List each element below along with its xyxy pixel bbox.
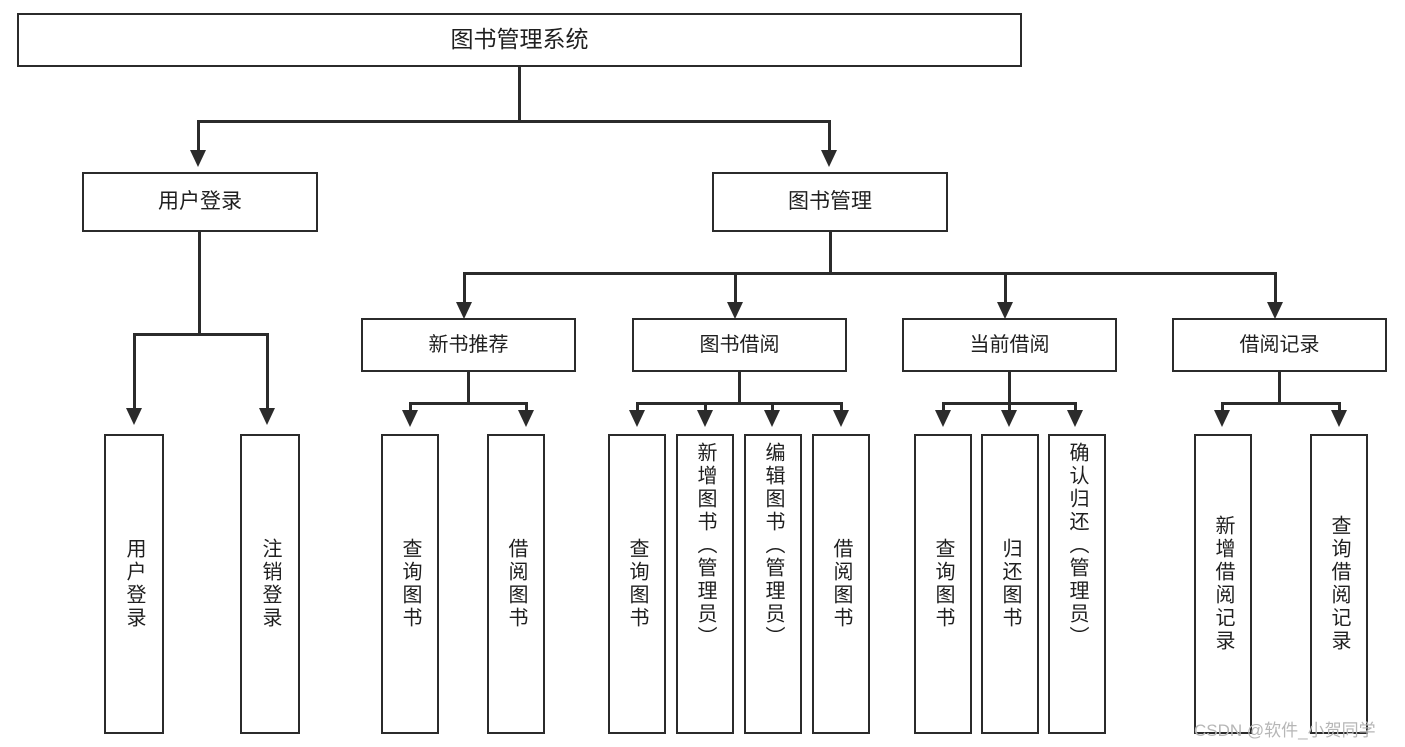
arrowhead-leaf-logout-login	[259, 408, 275, 425]
connector-new-book-stem	[467, 372, 470, 404]
node-leaf-borrow-book-2[interactable]: 借阅图书	[812, 434, 870, 734]
node-book-manage[interactable]: 图书管理	[712, 172, 948, 232]
arrowhead-leaf-query-book-1	[402, 410, 418, 427]
connector-book-borrow-drop-2	[704, 402, 707, 414]
node-leaf-confirm-return[interactable]: 确认归还（管理员）	[1048, 434, 1106, 734]
arrowhead-leaf-confirm-return	[1067, 410, 1083, 427]
node-label: 查询借阅记录	[1328, 515, 1350, 653]
arrowhead-leaf-borrow-book-2	[833, 410, 849, 427]
node-label: 当前借阅	[969, 333, 1050, 356]
connector-root-to-user-login	[197, 120, 200, 153]
csdn-watermark: CSDN @软件_小贺同学	[1194, 716, 1376, 741]
node-leaf-add-record[interactable]: 新增借阅记录	[1194, 434, 1252, 734]
node-label: 图书管理系统	[450, 26, 589, 53]
arrowhead-leaf-user-login	[126, 408, 142, 425]
connector-current-borrow-drop-2	[1008, 402, 1011, 414]
connector-root-bus	[197, 120, 831, 123]
connector-current-borrow-stem	[1008, 372, 1011, 404]
connector-book-borrow-drop-3	[771, 402, 774, 414]
arrowhead-current-borrow	[997, 302, 1013, 319]
arrowhead-book-manage	[821, 150, 837, 167]
node-label: 新书推荐	[428, 333, 509, 356]
connector-current-borrow-drop-3	[1074, 402, 1077, 414]
arrowhead-leaf-query-book-2	[629, 410, 645, 427]
node-leaf-query-book-1[interactable]: 查询图书	[381, 434, 439, 734]
node-label: 借阅记录	[1239, 333, 1320, 356]
node-label: 编辑图书（管理员）	[762, 442, 784, 649]
node-leaf-return-book[interactable]: 归还图书	[981, 434, 1039, 734]
arrowhead-leaf-add-book	[697, 410, 713, 427]
connector-user-login-drop-1	[133, 333, 136, 411]
connector-new-book-drop-1	[409, 402, 412, 414]
node-label: 图书管理	[788, 190, 872, 214]
node-label: 查询图书	[399, 538, 421, 630]
node-label: 查询图书	[932, 538, 954, 630]
connector-root-to-book-manage	[828, 120, 831, 153]
connector-new-book-drop-2	[525, 402, 528, 414]
node-new-book-recommend[interactable]: 新书推荐	[361, 318, 576, 372]
connector-book-borrow-stem	[738, 372, 741, 404]
node-leaf-user-login[interactable]: 用户登录	[104, 434, 164, 734]
node-leaf-logout-login[interactable]: 注销登录	[240, 434, 300, 734]
connector-book-manage-drop-1	[463, 272, 466, 315]
node-book-borrow[interactable]: 图书借阅	[632, 318, 847, 372]
connector-book-borrow-bus	[636, 402, 843, 405]
node-leaf-query-record[interactable]: 查询借阅记录	[1310, 434, 1368, 734]
connector-book-manage-drop-2	[734, 272, 737, 315]
connector-borrow-record-stem	[1278, 372, 1281, 404]
arrowhead-book-borrow	[727, 302, 743, 319]
connector-book-manage-drop-3	[1004, 272, 1007, 315]
connector-book-manage-drop-4	[1274, 272, 1277, 315]
connector-new-book-bus	[409, 402, 528, 405]
node-leaf-add-book[interactable]: 新增图书（管理员）	[676, 434, 734, 734]
arrowhead-leaf-edit-book	[764, 410, 780, 427]
arrowhead-leaf-add-record	[1214, 410, 1230, 427]
connector-user-login-stem	[198, 232, 201, 335]
node-root-book-management-system[interactable]: 图书管理系统	[17, 13, 1022, 67]
arrowhead-leaf-borrow-book-1	[518, 410, 534, 427]
connector-book-borrow-drop-1	[636, 402, 639, 414]
node-label: 新增图书（管理员）	[694, 442, 716, 649]
node-label: 借阅图书	[830, 538, 852, 630]
node-leaf-edit-book[interactable]: 编辑图书（管理员）	[744, 434, 802, 734]
node-label: 注销登录	[259, 538, 281, 630]
connector-borrow-record-bus	[1221, 402, 1341, 405]
arrowhead-leaf-query-book-3	[935, 410, 951, 427]
node-label: 图书借阅	[699, 333, 780, 356]
node-current-borrow[interactable]: 当前借阅	[902, 318, 1117, 372]
node-leaf-query-book-2[interactable]: 查询图书	[608, 434, 666, 734]
node-user-login[interactable]: 用户登录	[82, 172, 318, 232]
connector-user-login-drop-2	[266, 333, 269, 411]
arrowhead-leaf-return-book	[1001, 410, 1017, 427]
connector-book-manage-bus	[463, 272, 1277, 275]
connector-user-login-bus	[133, 333, 269, 336]
connector-book-borrow-drop-4	[840, 402, 843, 414]
node-label: 查询图书	[626, 538, 648, 630]
connector-borrow-record-drop-1	[1221, 402, 1224, 414]
connector-borrow-record-drop-2	[1338, 402, 1341, 414]
node-label: 用户登录	[158, 190, 242, 214]
node-label: 借阅图书	[505, 538, 527, 630]
arrowhead-new-book-recommend	[456, 302, 472, 319]
connector-book-manage-stem	[829, 232, 832, 274]
node-leaf-query-book-3[interactable]: 查询图书	[914, 434, 972, 734]
connector-root-stem	[518, 67, 521, 120]
node-label: 确认归还（管理员）	[1066, 442, 1088, 649]
node-borrow-record[interactable]: 借阅记录	[1172, 318, 1387, 372]
watermark-text: CSDN @软件_小贺同学	[1194, 721, 1376, 740]
node-leaf-borrow-book-1[interactable]: 借阅图书	[487, 434, 545, 734]
node-label: 用户登录	[123, 538, 145, 630]
arrowhead-user-login	[190, 150, 206, 167]
connector-current-borrow-drop-1	[942, 402, 945, 414]
node-label: 归还图书	[999, 538, 1021, 630]
arrowhead-leaf-query-record	[1331, 410, 1347, 427]
node-label: 新增借阅记录	[1212, 515, 1234, 653]
arrowhead-borrow-record	[1267, 302, 1283, 319]
